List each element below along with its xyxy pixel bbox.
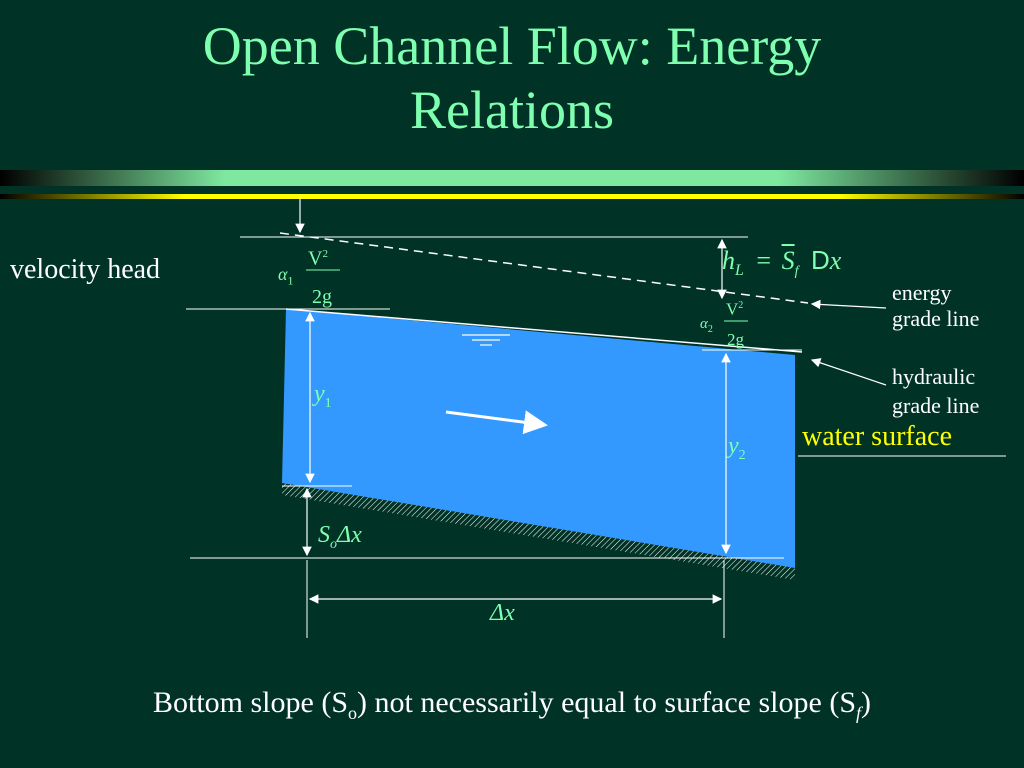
water-surface-label: water surface — [802, 421, 953, 452]
dx-text: Δx — [490, 600, 515, 626]
caption-part-2: ) not necessarily equal to surface slope… — [357, 686, 856, 719]
sf-letter: S — [781, 246, 795, 275]
v1-squared: V2 — [308, 242, 328, 271]
two-g-1: 2g — [312, 286, 332, 308]
alpha2-symbol: α2 — [700, 312, 713, 342]
energy-grade-line-label: energy grade line — [892, 280, 979, 332]
hydraulic-grade-line-1: hydraulic — [892, 364, 976, 389]
v2-letter: V — [726, 299, 739, 319]
energy-grade-line-1: energy — [892, 280, 952, 305]
hl-equals: = — [756, 246, 772, 275]
y1-letter: y — [314, 381, 325, 407]
sf-sub: f — [794, 264, 799, 280]
hl-letter: h — [722, 246, 735, 275]
alpha2-sub: 2 — [707, 324, 713, 335]
alpha1-symbol: α1 — [278, 262, 293, 293]
alpha1-sub: 1 — [287, 273, 294, 288]
slide-title: Open Channel Flow: Energy Relations — [0, 14, 1024, 142]
y1-label: y1 — [314, 382, 332, 416]
x-letter: x — [829, 246, 842, 275]
hl-sub: L — [735, 262, 744, 280]
v1-letter: V — [308, 247, 323, 270]
caption-sub-1: o — [348, 703, 357, 723]
so-letter: S — [318, 522, 330, 548]
so-dx-tail: Δx — [337, 522, 362, 548]
green-divider-bar — [0, 170, 1024, 186]
caption-part-1: Bottom slope (S — [152, 686, 348, 719]
so-dx-label: SoΔx — [318, 523, 362, 557]
caption-sub-2: f — [856, 703, 862, 723]
slide-caption: Bottom slope (So) not necessarily equal … — [0, 686, 1024, 724]
title-line-2: Relations — [410, 80, 614, 140]
two-g-2: 2g — [727, 330, 744, 349]
v1-sup: 2 — [322, 248, 328, 260]
so-sub: o — [330, 536, 337, 552]
caption-part-3: ) — [861, 686, 872, 719]
channel-bed-hatch — [282, 483, 795, 580]
hydraulic-grade-line-2: grade line — [892, 393, 980, 418]
flow-direction-arrow — [445, 410, 548, 435]
hydraulic-grade-line-label: hydraulic grade line — [892, 362, 979, 420]
hydraulic-grade-line — [285, 308, 803, 353]
energy-grade-line-2: grade line — [892, 306, 980, 331]
alpha2-letter: α — [700, 316, 708, 332]
velocity-head-label: velocity head — [10, 254, 161, 285]
y2-letter: y — [728, 433, 739, 459]
y2-label: y2 — [728, 434, 746, 468]
energy-grade-leader — [810, 299, 887, 310]
head-loss-equation: hL = Sf Dx — [722, 245, 842, 284]
yellow-divider-bar — [0, 194, 1024, 199]
v2-squared: V2 — [726, 294, 743, 322]
y2-sub: 2 — [738, 447, 746, 463]
water-body — [282, 309, 795, 568]
title-line-1: Open Channel Flow: Energy — [202, 16, 822, 76]
v2-sup: 2 — [738, 300, 744, 311]
dx-label: Δx — [490, 601, 515, 625]
hydraulic-grade-leader — [810, 358, 887, 386]
delta-letter: D — [810, 245, 830, 275]
y1-sub: 1 — [324, 395, 332, 411]
alpha1-letter: α — [278, 264, 288, 284]
